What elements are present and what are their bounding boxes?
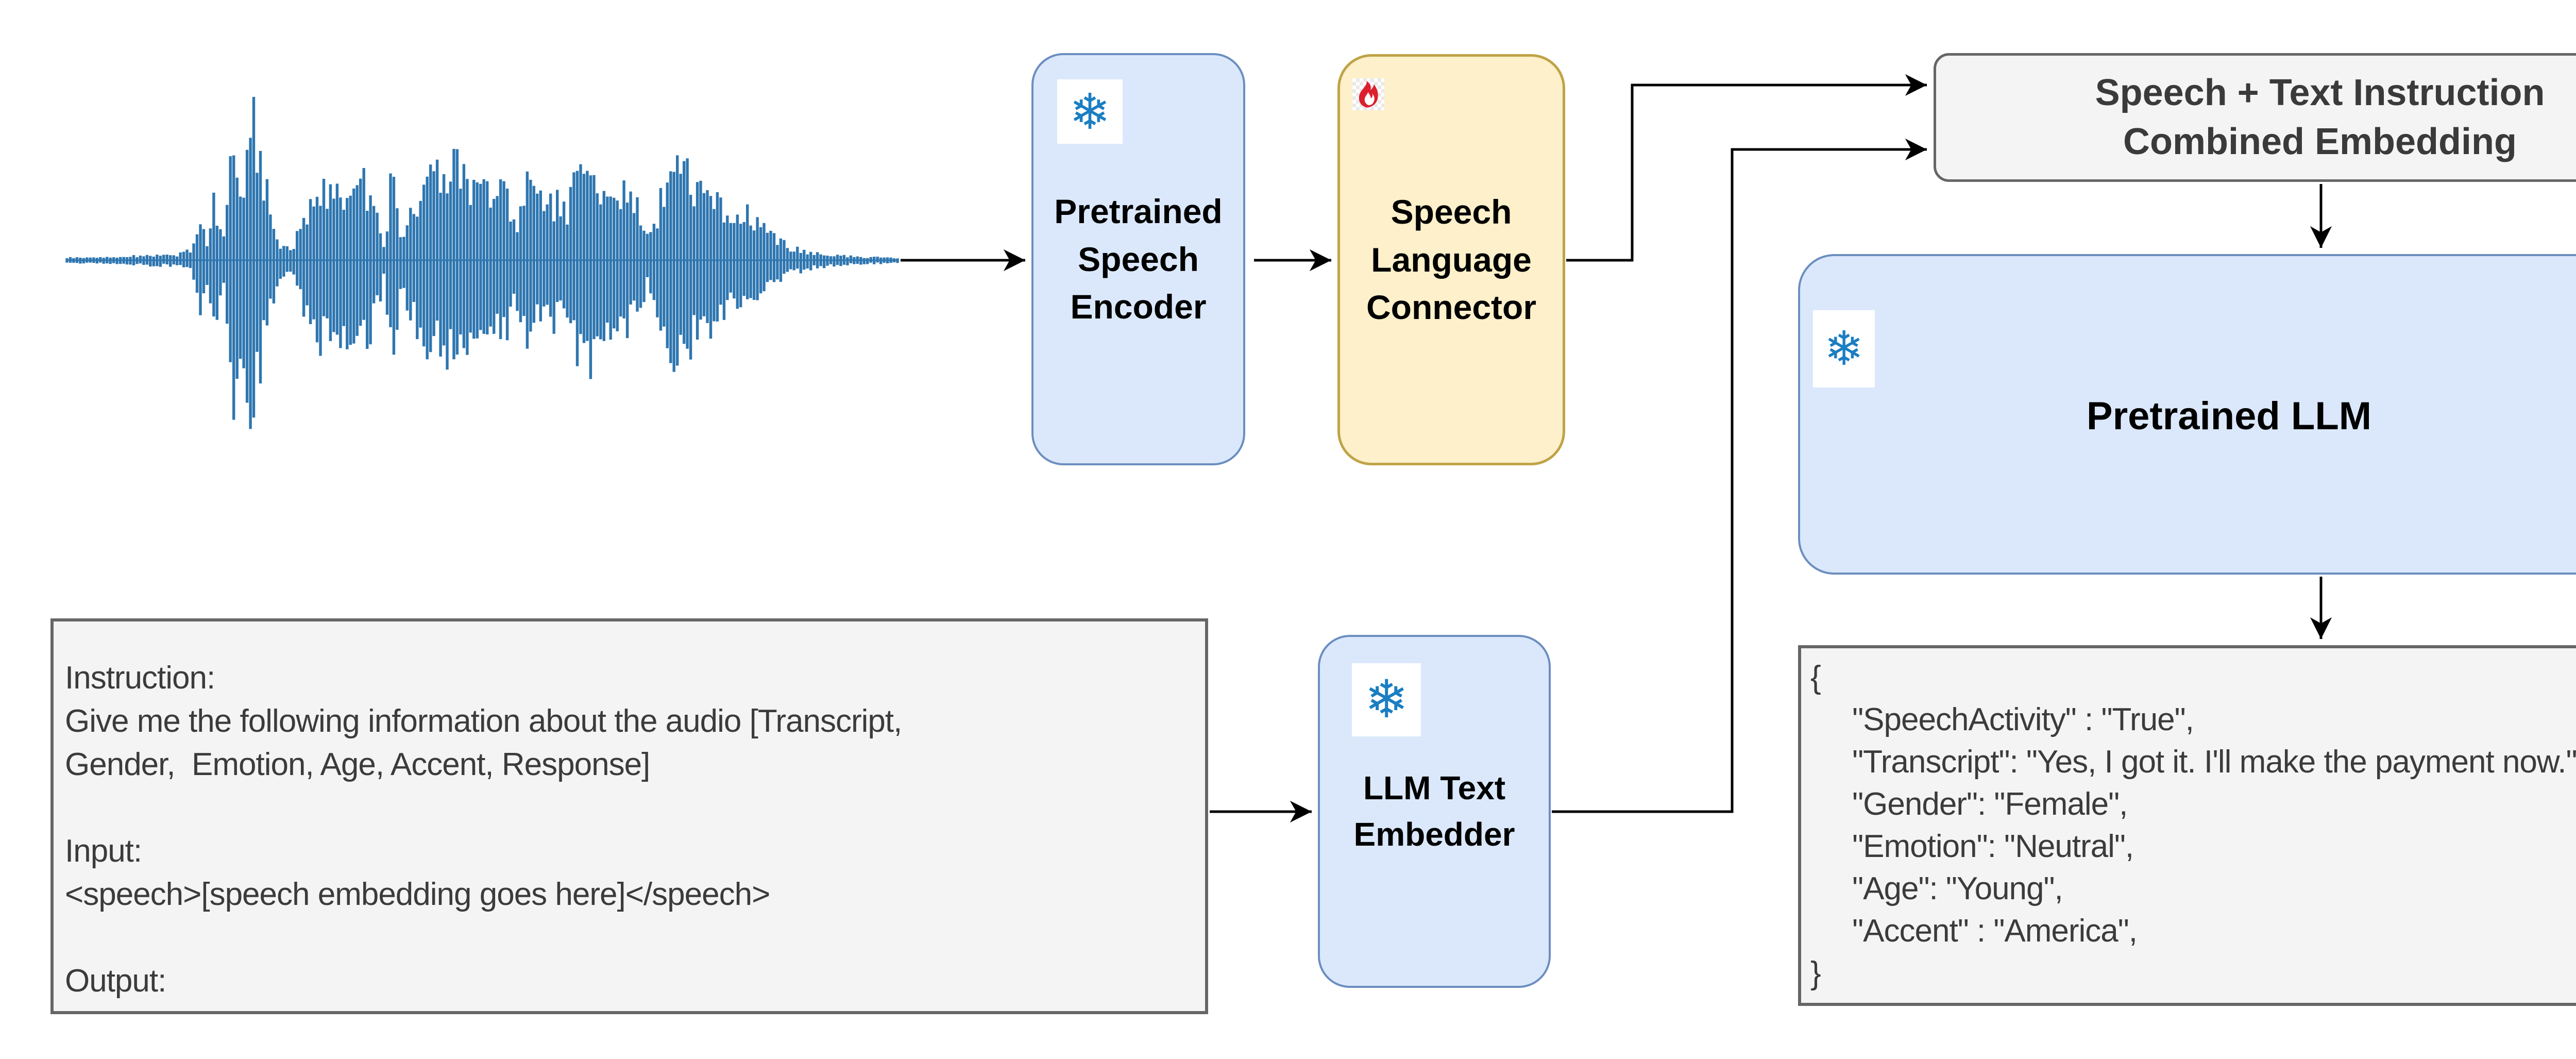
json-output-text: { "SpeechActivity" : "True", "Transcript…: [1810, 660, 2576, 991]
node-pretrained-speech-encoder: ❄ Pretrained Speech Encoder: [1031, 53, 1245, 465]
snowflake-icon: ❄: [1813, 310, 1875, 388]
node-label: Pretrained Speech Encoder: [1054, 192, 1223, 326]
node-label: Speech Language Connector: [1366, 193, 1536, 327]
json-output-box: { "SpeechActivity" : "True", "Transcript…: [1798, 645, 2576, 1006]
instruction-prompt-box: Instruction: Give me the following infor…: [50, 618, 1208, 1014]
fire-icon: [1352, 78, 1384, 110]
node-combined-embedding: Speech + Text Instruction Combined Embed…: [1934, 53, 2576, 182]
audio-waveform-svg: [65, 97, 899, 429]
snowflake-icon: ❄: [1057, 79, 1123, 144]
node-label: Speech + Text Instruction Combined Embed…: [2095, 72, 2545, 162]
arrow-connector-to-combined: [1566, 74, 1927, 262]
node-label: Pretrained LLM: [2086, 394, 2372, 438]
node-pretrained-llm: ❄ Pretrained LLM: [1798, 254, 2576, 575]
node-label: LLM Text Embedder: [1353, 769, 1515, 853]
audio-waveform: [62, 77, 912, 443]
node-speech-language-connector: Speech Language Connector: [1337, 54, 1565, 465]
snowflake-icon: ❄: [1352, 663, 1421, 736]
node-llm-text-embedder: ❄ LLM Text Embedder: [1318, 635, 1551, 988]
instruction-text: Instruction: Give me the following infor…: [65, 660, 902, 999]
